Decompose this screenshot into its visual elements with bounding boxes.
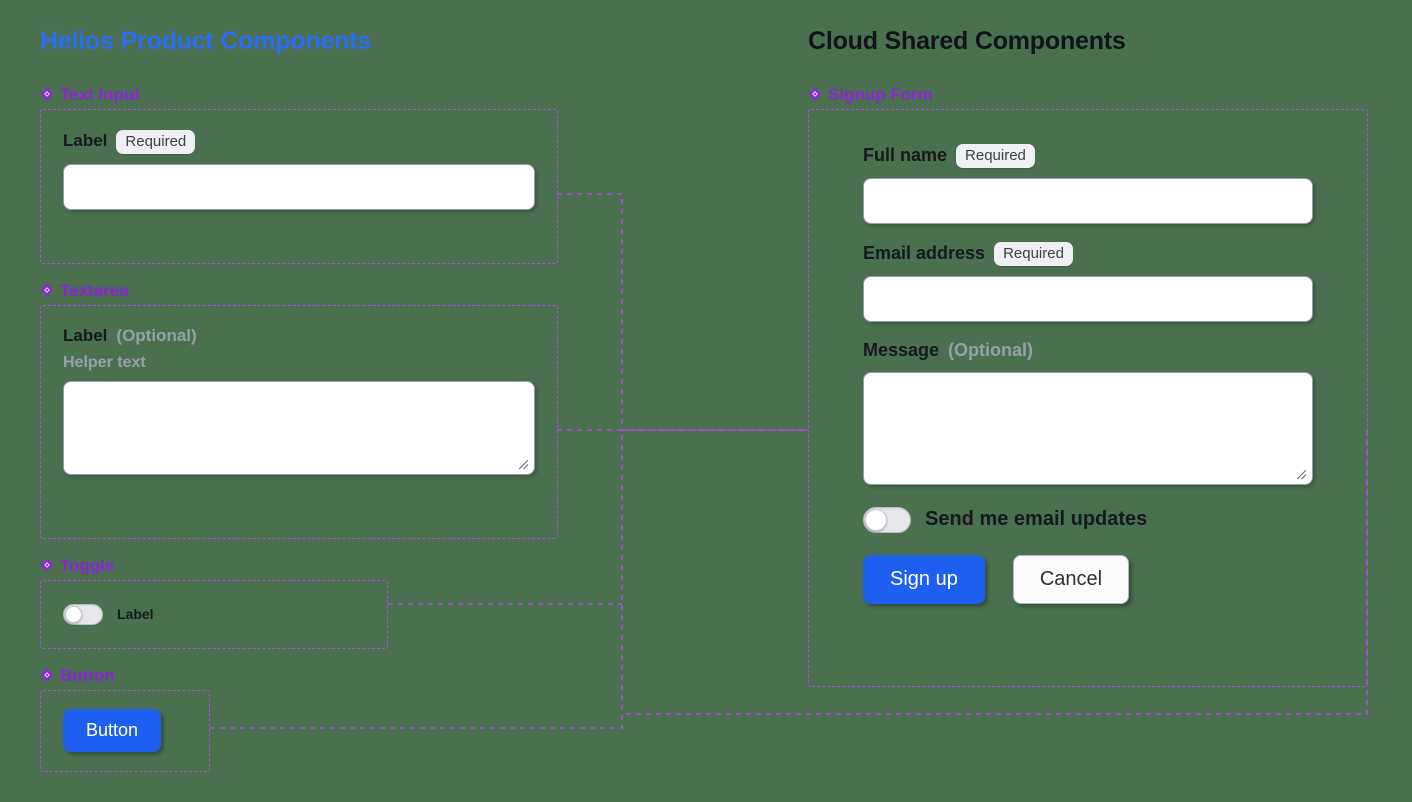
group-signup-form-label: Signup Form <box>828 84 933 104</box>
field-email-address-label-row: Email address Required <box>863 241 1313 266</box>
group-textarea-label: Textarea <box>60 280 129 300</box>
group-toggle-header: Toggle <box>40 557 640 574</box>
field-textarea-label: Label <box>63 325 108 345</box>
diamond-component-icon <box>40 283 54 297</box>
resize-grip-icon[interactable] <box>1294 467 1307 480</box>
signup-form-actions: Sign up Cancel <box>863 554 1313 604</box>
signup-form-box: Full name Required Email address Require… <box>808 108 1368 687</box>
group-button-box: Button <box>40 689 210 772</box>
field-text-input: Label Required <box>63 129 535 210</box>
field-full-name: Full name Required <box>863 143 1313 224</box>
diamond-component-icon <box>40 558 54 572</box>
field-toggle: Label <box>63 603 154 625</box>
textarea-field[interactable] <box>64 381 534 474</box>
text-input-field[interactable] <box>63 163 535 210</box>
group-text-input-header: Text Input <box>40 86 640 103</box>
field-message: Message (Optional) <box>863 340 1313 485</box>
field-textarea-helper-text: Helper text <box>63 353 146 371</box>
group-text-input-box: Label Required <box>40 108 558 264</box>
toggle-switch[interactable] <box>63 603 103 625</box>
field-message-label: Message <box>863 340 940 360</box>
required-badge: Required <box>956 143 1035 168</box>
group-toggle-box: Label <box>40 579 388 649</box>
group-textarea-header: Textarea <box>40 282 640 299</box>
required-badge: Required <box>116 129 196 154</box>
field-full-name-label-row: Full name Required <box>863 143 1313 168</box>
left-column: Helios Product Components Text Input Lab… <box>40 27 640 772</box>
email-updates-toggle-label: Send me email updates <box>925 508 1148 531</box>
group-textarea-box: Label (Optional) Helper text <box>40 304 558 539</box>
field-textarea: Label (Optional) Helper text <box>63 326 535 475</box>
message-textarea-wrapper[interactable] <box>863 371 1313 485</box>
optional-tag: (Optional) <box>116 325 197 345</box>
message-textarea[interactable] <box>864 372 1312 484</box>
field-message-label-row: Message (Optional) <box>863 340 1313 362</box>
group-toggle-label: Toggle <box>60 555 115 575</box>
helios-column-title: Helios Product Components <box>40 27 372 55</box>
toggle-knob <box>65 605 82 623</box>
optional-tag: (Optional) <box>948 340 1034 360</box>
field-textarea-label-row: Label (Optional) <box>63 326 535 346</box>
group-text-input: Text Input Label Required <box>40 86 640 264</box>
cloud-column-title: Cloud Shared Components <box>808 27 1126 55</box>
group-textarea: Textarea Label (Optional) Helper text <box>40 282 640 539</box>
right-column: Cloud Shared Components Signup Form Full… <box>808 27 1388 687</box>
group-signup-form-header: Signup Form <box>808 86 1388 103</box>
email-updates-toggle-switch[interactable] <box>863 506 911 533</box>
group-button-header: Button <box>40 667 640 684</box>
full-name-input[interactable] <box>863 177 1313 224</box>
toggle-label: Label <box>117 606 154 622</box>
sign-up-button[interactable]: Sign up <box>863 554 985 604</box>
resize-grip-icon[interactable] <box>516 457 529 470</box>
field-email-address: Email address Required <box>863 241 1313 322</box>
demo-button[interactable]: Button <box>63 709 162 752</box>
cancel-button[interactable]: Cancel <box>1012 554 1130 604</box>
diamond-component-icon <box>40 87 54 101</box>
email-address-input[interactable] <box>863 276 1313 322</box>
toggle-knob <box>865 508 887 531</box>
diamond-component-icon <box>808 87 822 101</box>
field-text-input-label-row: Label Required <box>63 129 535 154</box>
group-button: Button Button <box>40 667 640 772</box>
field-email-address-label: Email address <box>863 243 986 264</box>
group-button-label: Button <box>60 665 115 685</box>
diamond-component-icon <box>40 668 54 682</box>
textarea-field-wrapper[interactable] <box>63 380 535 475</box>
field-email-updates-toggle: Send me email updates <box>863 506 1313 533</box>
required-badge: Required <box>994 241 1073 266</box>
group-signup-form: Signup Form Full name Required Email add… <box>808 86 1388 687</box>
field-full-name-label: Full name <box>863 144 948 165</box>
field-text-input-label: Label <box>63 131 108 151</box>
group-text-input-label: Text Input <box>60 84 140 104</box>
group-toggle: Toggle Label <box>40 557 640 649</box>
